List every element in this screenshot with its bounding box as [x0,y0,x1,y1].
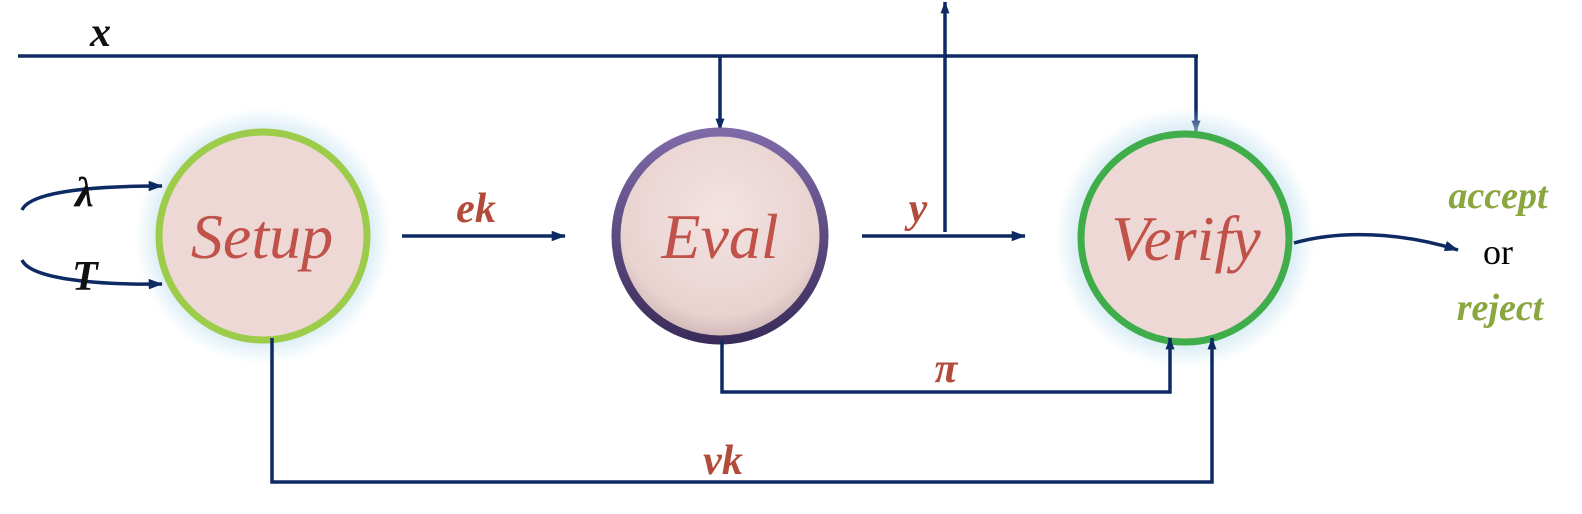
verify-label: Verify [1111,203,1261,274]
pi-label: π [935,346,959,392]
lambda-label: λ [73,170,94,216]
accept-label: accept [1448,175,1549,217]
pi-arrow [720,337,1175,394]
eval-circle [611,127,829,345]
reject-label: reject [1457,287,1545,329]
t-label: T [72,254,100,300]
setup-label: Setup [191,201,333,272]
y-label: y [904,186,928,232]
setup-inputs [20,180,163,290]
verify-node: Verify [1055,108,1315,368]
vk-arrow [270,337,1217,484]
x-input-lines [18,54,1201,133]
vk-label: vk [703,438,743,484]
verify-circle [1077,130,1293,346]
setup-node: Setup [135,108,391,364]
eval-node: Eval [611,127,829,345]
x-label: x [89,10,111,56]
verify-output-arrow [1293,232,1459,252]
ek-label: ek [456,186,496,232]
setup-circle [155,128,371,344]
eval-label: Eval [660,201,778,272]
or-label: or [1483,232,1513,272]
